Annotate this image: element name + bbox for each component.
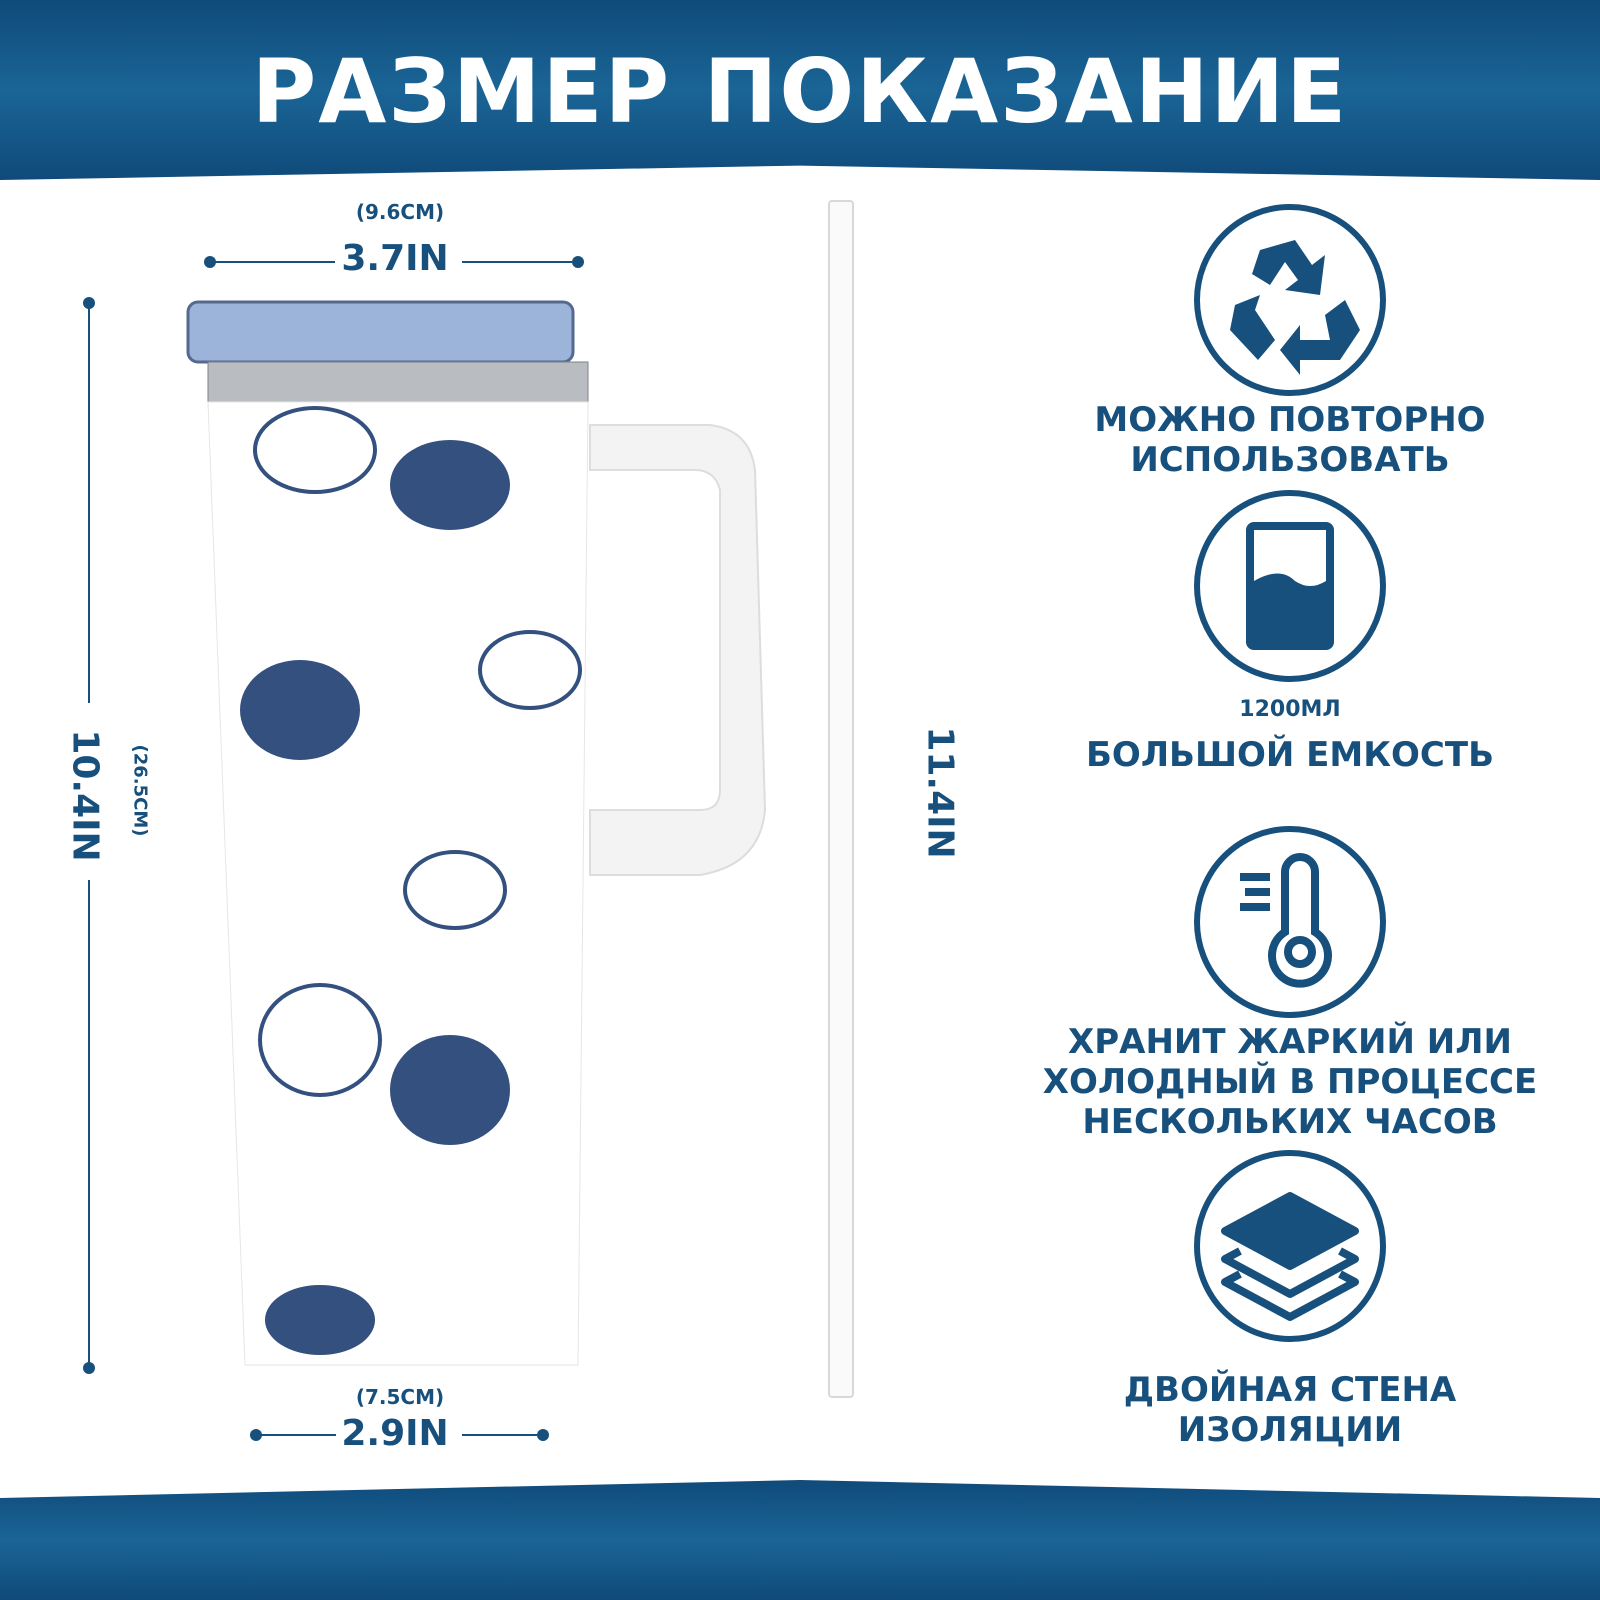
thermometer-icon (1194, 826, 1386, 1018)
recycle-icon (1194, 204, 1386, 396)
page-title: РАЗМЕР ПОКАЗАНИЕ (251, 40, 1349, 143)
height-in: 10.4IN (64, 729, 106, 862)
straw-illustration (828, 200, 854, 1398)
capacity-volume: 1200МЛ (1239, 697, 1341, 722)
layers-icon (1194, 1150, 1386, 1342)
top-width-cm: (9.6CM) (355, 200, 445, 224)
bottom-width-in: 2.9IN (341, 1413, 449, 1454)
footer-band (0, 1480, 1600, 1600)
tumbler-illustration (186, 300, 767, 1366)
header-band (0, 0, 1600, 180)
top-width-in: 3.7IN (341, 238, 449, 279)
bottom-width-cm: (7.5CM) (355, 1385, 445, 1409)
cup-icon (1194, 490, 1386, 682)
feature-capacity: БОЛЬШОЙ ЕМКОСТЬ (1086, 735, 1494, 775)
height-cm: (26.5CM) (129, 744, 151, 837)
straw-length: 11.4IN (919, 726, 961, 859)
